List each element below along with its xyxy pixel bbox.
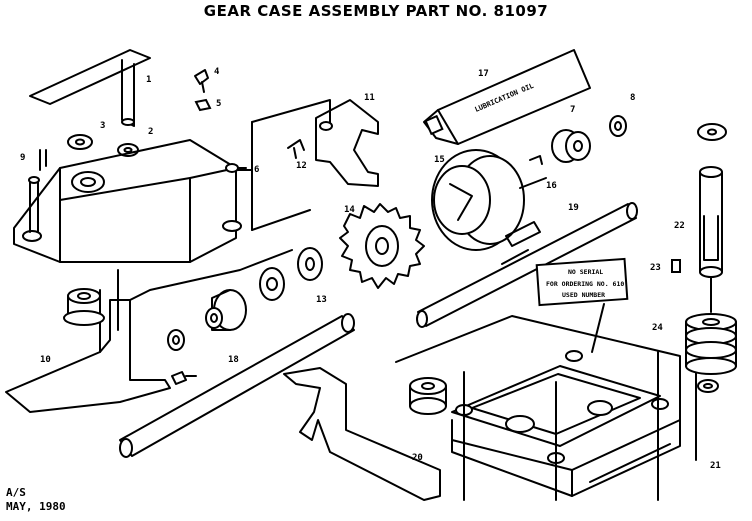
callouts: 1 2 3 4 5 6 7 8 9 10 11 12 13 14 15 16 1… [20, 67, 721, 471]
bearing-7-right [551, 129, 591, 163]
washer-13b [259, 267, 285, 301]
key-16 [529, 155, 543, 165]
lube-tube-label: LUBRICATION OIL [474, 82, 535, 114]
callout-14: 14 [344, 205, 355, 215]
shift-fork-11 [315, 99, 379, 187]
clip-16-right [697, 379, 719, 393]
footer-line-1: A/S [6, 486, 26, 499]
connector-plate [129, 99, 331, 301]
callout-23: 23 [650, 263, 661, 273]
callout-1: 1 [146, 75, 151, 85]
gear-case-base [395, 315, 681, 497]
bolts-under-base [463, 351, 697, 501]
pin-9 [39, 149, 47, 171]
notice-line-1: NO SERIAL [568, 268, 603, 276]
callout-18: 18 [228, 355, 239, 365]
callout-11: 11 [364, 93, 375, 103]
nut-5 [194, 98, 212, 112]
callout-13: 13 [316, 295, 327, 305]
washer-13a [297, 247, 323, 281]
screw-4 [194, 69, 209, 93]
footer-line-2: MAY, 1980 [6, 500, 66, 513]
page-title: GEAR CASE ASSEMBLY PART NO. 81097 [203, 2, 549, 20]
callout-19: 19 [568, 203, 579, 213]
bearing-7-left [63, 288, 105, 326]
bolt-lower-4 [171, 371, 197, 385]
callout-10: 10 [40, 355, 51, 365]
washer-3 [67, 134, 93, 150]
cone-pulley-24 [685, 313, 737, 375]
callout-5: 5 [216, 99, 221, 109]
shaft-18 [119, 313, 355, 458]
callout-9: 9 [20, 153, 25, 163]
shaft-22 [699, 166, 723, 313]
callout-17: 17 [478, 69, 489, 79]
callout-21: 21 [710, 461, 721, 471]
callout-6: 6 [254, 165, 259, 175]
shift-lever-20 [283, 367, 441, 501]
callout-3: 3 [100, 121, 105, 131]
callout-4: 4 [214, 67, 220, 77]
shaft-19 [416, 202, 638, 328]
notice-line-2: FOR ORDERING NO. 610 [546, 280, 624, 288]
bearing-sleeve [205, 289, 247, 331]
callout-7: 7 [570, 105, 575, 115]
callout-15: 15 [434, 155, 445, 165]
seal-8 [609, 115, 627, 137]
mounting-bracket-top [29, 49, 151, 127]
gear-14 [339, 203, 425, 289]
gear-case-cover [13, 139, 242, 263]
bearing-7-base [409, 377, 447, 415]
bolt-6 [225, 163, 247, 173]
callout-20: 20 [412, 453, 423, 463]
clutch-pulley-15 [431, 149, 547, 251]
washer-right-13 [697, 123, 727, 141]
notice-line-3: USED NUMBER [562, 291, 605, 299]
callout-12: 12 [296, 161, 307, 171]
callout-16: 16 [546, 181, 557, 191]
washer-lower-2 [167, 329, 185, 351]
notice-box: NO SERIAL FOR ORDERING NO. 610 USED NUMB… [535, 257, 629, 353]
callout-8: 8 [630, 93, 635, 103]
callout-22: 22 [674, 221, 685, 231]
clip-12 [287, 139, 305, 159]
callout-24: 24 [652, 323, 663, 333]
callout-2: 2 [148, 127, 153, 137]
retainer-23 [671, 259, 681, 273]
